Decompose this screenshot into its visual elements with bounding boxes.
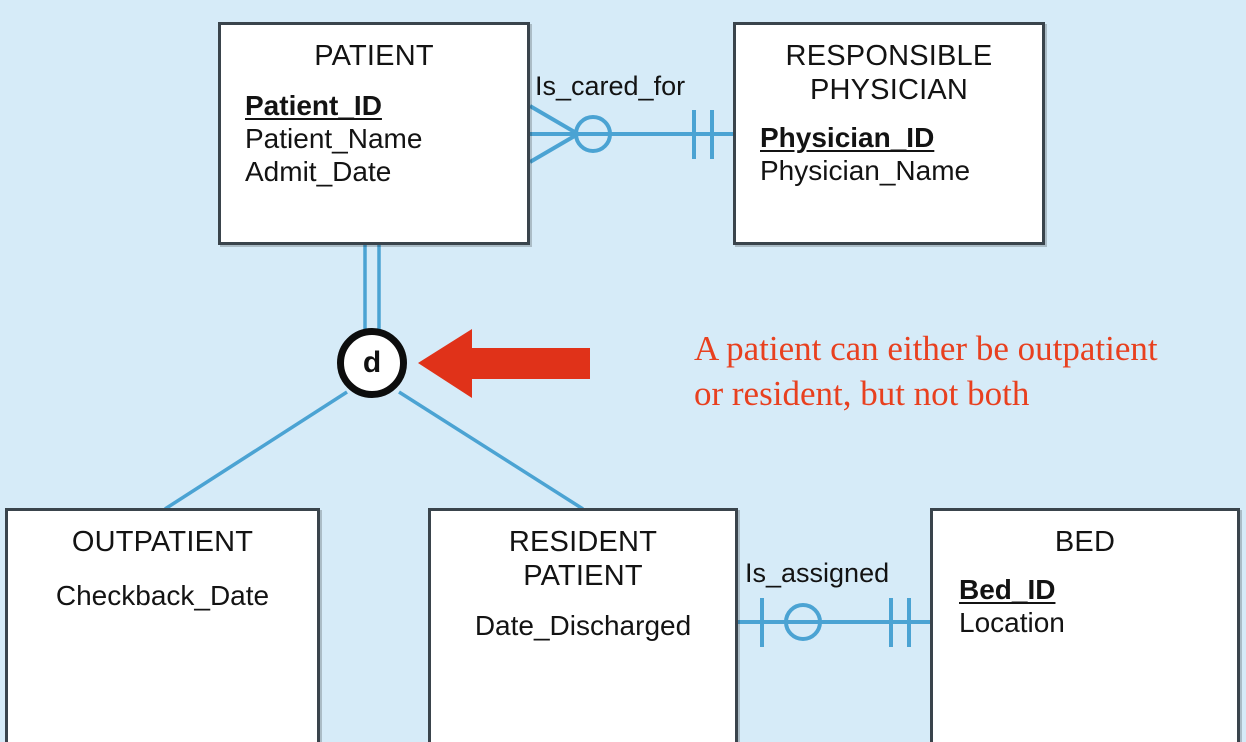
entity-name-responsible-physician: RESPONSIBLE PHYSICIAN bbox=[785, 40, 993, 107]
relationship-label-is-cared-for: Is_cared_for bbox=[535, 71, 686, 101]
entity-name-resident-patient: RESIDENT PATIENT bbox=[508, 526, 658, 593]
supertype-connector-line bbox=[363, 245, 381, 330]
entity-name-bed: BED bbox=[1054, 526, 1116, 558]
relationship-label-is-assigned: Is_assigned bbox=[745, 558, 890, 588]
attribute-location: Location bbox=[959, 607, 1065, 639]
entity-bed[interactable]: BED Bed_ID Location bbox=[930, 508, 1240, 742]
attribute-list-resident-patient: Date_Discharged bbox=[431, 609, 735, 642]
entity-name-patient: PATIENT bbox=[314, 40, 434, 72]
attribute-list-patient: Patient_ID Patient_Name Admit_Date bbox=[221, 89, 527, 188]
attribute-date-discharged: Date_Discharged bbox=[474, 610, 692, 642]
attribute-patient-id: Patient_ID bbox=[245, 90, 382, 122]
annotation-text: A patient can either be outpatient or re… bbox=[694, 329, 1158, 413]
attribute-checkback-date: Checkback_Date bbox=[55, 580, 270, 612]
relationship-line-is-assigned bbox=[738, 598, 930, 647]
entity-resident-patient[interactable]: RESIDENT PATIENT Date_Discharged bbox=[428, 508, 738, 742]
disjoint-discriminator-circle[interactable]: d bbox=[337, 328, 407, 398]
subtype-connector-outpatient bbox=[164, 390, 348, 511]
attribute-list-outpatient: Checkback_Date bbox=[8, 579, 317, 612]
entity-responsible-physician[interactable]: RESPONSIBLE PHYSICIAN Physician_ID Physi… bbox=[733, 22, 1045, 245]
attribute-physician-id: Physician_ID bbox=[760, 122, 935, 154]
subtype-connector-resident-patient bbox=[398, 390, 584, 511]
attribute-list-bed: Bed_ID Location bbox=[933, 573, 1237, 639]
red-callout-arrow bbox=[418, 329, 590, 398]
attribute-admit-date: Admit_Date bbox=[245, 156, 392, 188]
attribute-list-responsible-physician: Physician_ID Physician_Name bbox=[736, 121, 1042, 187]
discriminator-letter: d bbox=[362, 346, 382, 379]
attribute-patient-name: Patient_Name bbox=[245, 123, 423, 155]
attribute-bed-id: Bed_ID bbox=[959, 574, 1056, 606]
attribute-physician-name: Physician_Name bbox=[760, 155, 971, 187]
entity-patient[interactable]: PATIENT Patient_ID Patient_Name Admit_Da… bbox=[218, 22, 530, 245]
entity-outpatient[interactable]: OUTPATIENT Checkback_Date bbox=[5, 508, 320, 742]
entity-name-outpatient: OUTPATIENT bbox=[71, 526, 254, 558]
relationship-line-is-cared-for bbox=[528, 104, 733, 164]
